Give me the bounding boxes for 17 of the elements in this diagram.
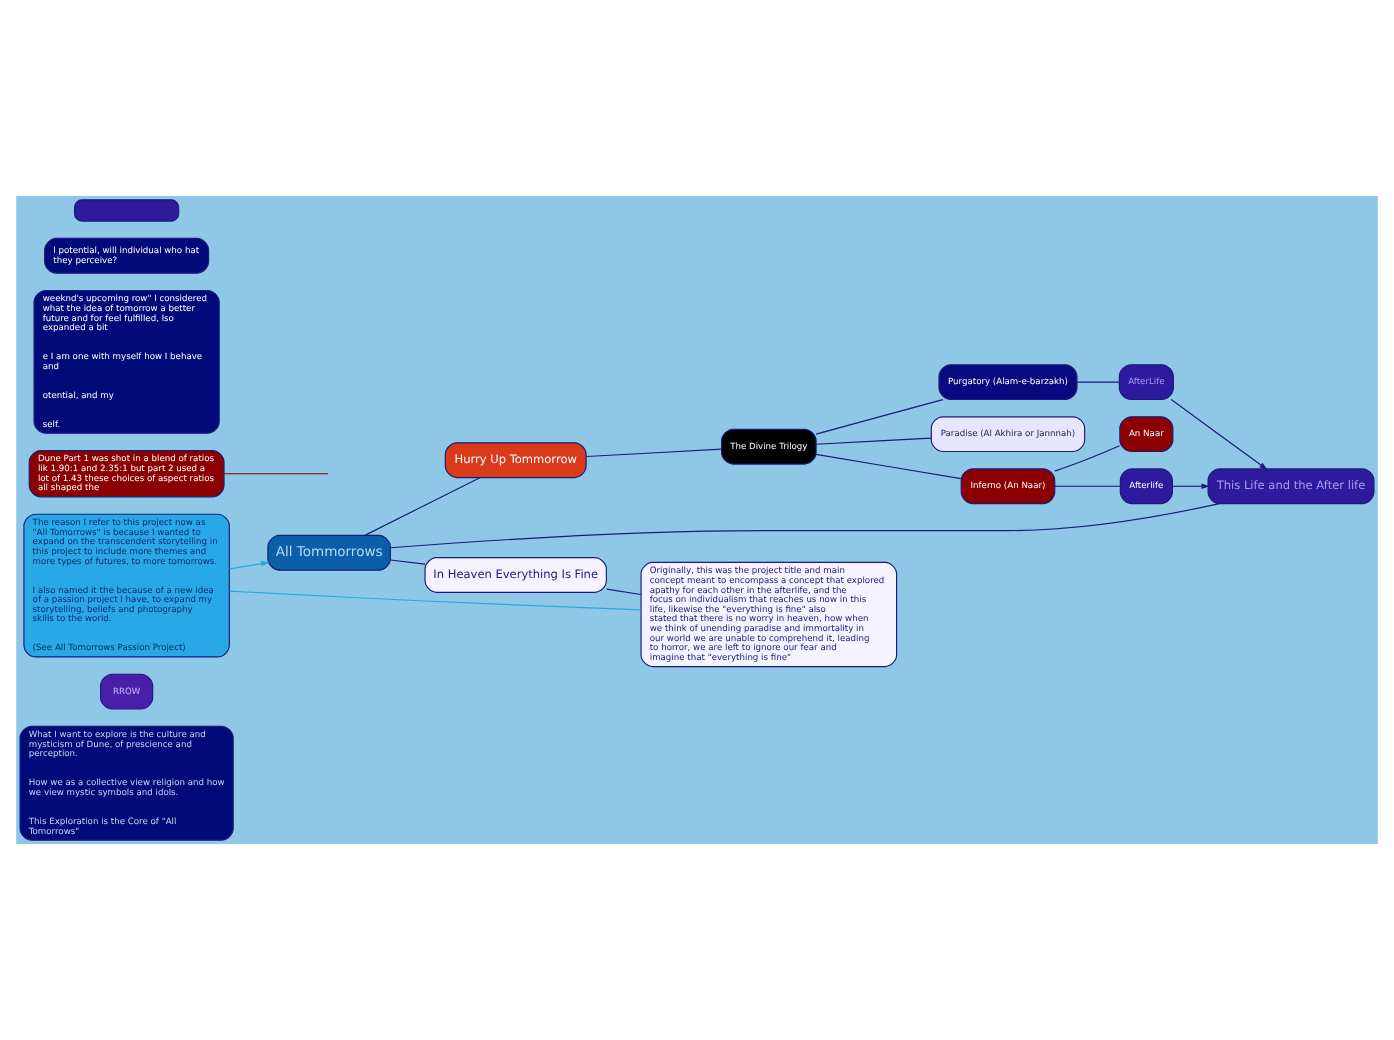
connector bbox=[815, 399, 944, 435]
connector bbox=[389, 559, 426, 565]
arrow bbox=[1170, 398, 1268, 470]
connector bbox=[1076, 381, 1120, 383]
arrow bbox=[228, 560, 270, 570]
arrow bbox=[1171, 483, 1210, 490]
connector bbox=[815, 437, 932, 445]
connector bbox=[585, 448, 723, 458]
connector bbox=[1054, 485, 1121, 487]
connector bbox=[223, 473, 329, 475]
connector bbox=[364, 477, 481, 536]
connector bbox=[390, 503, 1221, 549]
node-box bbox=[73, 199, 180, 222]
connector bbox=[606, 588, 642, 596]
connector bbox=[815, 453, 962, 480]
connector bbox=[1054, 445, 1121, 472]
connector bbox=[228, 590, 642, 611]
